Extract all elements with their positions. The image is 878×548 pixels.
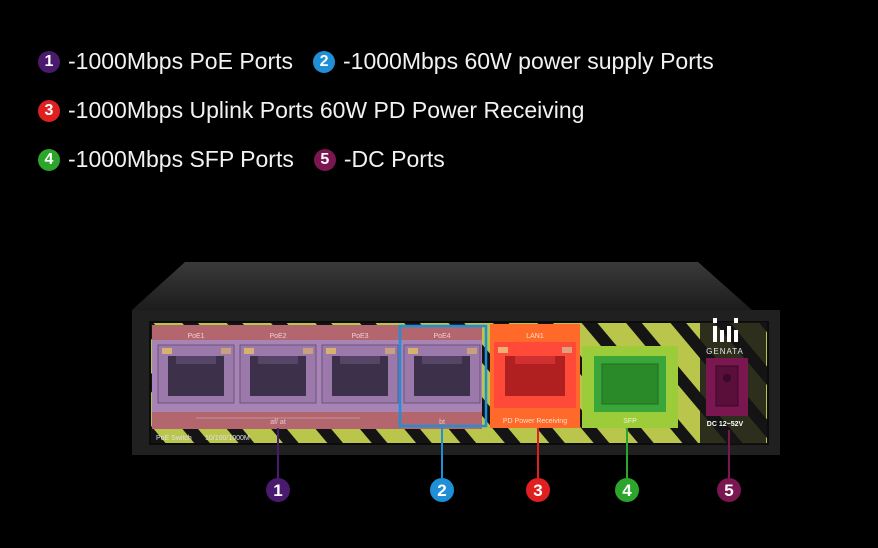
port-label-poe4: PoE4 — [433, 333, 450, 340]
group-caption-bt: bt — [439, 419, 445, 426]
port-label-poe3: PoE3 — [351, 333, 368, 340]
legend-row-1: 1 -1000Mbps PoE Ports 2 -1000Mbps 60W po… — [38, 48, 734, 75]
callout-number-3: 3 — [533, 481, 542, 500]
port-label-poe1: PoE1 — [187, 333, 204, 340]
legend-row-3: 4 -1000Mbps SFP Ports 5 -DC Ports — [38, 146, 465, 173]
lan-caption: PD Power Receiving — [503, 418, 567, 425]
brand-logo — [713, 318, 738, 342]
port-label-poe2: PoE2 — [269, 333, 286, 340]
legend-text-dc-ports: -DC Ports — [343, 146, 445, 172]
lan1-uplink-port: LAN1 PD Power Receiving — [490, 324, 580, 428]
sfp-port: SFP — [582, 346, 678, 428]
badge-4: 4 — [38, 148, 60, 171]
legend-text-sfp-ports: -1000Mbps SFP Ports — [68, 146, 294, 172]
dc-label: DC 12~52V — [707, 421, 744, 428]
legend-item-dc-ports: 5 -DC Ports — [313, 146, 445, 173]
legend-item-power-supply-ports: 2 -1000Mbps 60W power supply Ports — [313, 48, 714, 75]
poe-port-3: PoE3 — [321, 333, 399, 404]
lan-label: LAN1 — [526, 333, 544, 340]
legend-text-poe-ports: -1000Mbps PoE Ports — [68, 48, 294, 74]
callout-4: 4 — [615, 478, 639, 502]
callout-number-5: 5 — [724, 481, 733, 500]
badge-1: 1 — [38, 50, 60, 73]
sfp-caption: SFP — [623, 418, 637, 425]
legend-row-2: 3 -1000Mbps Uplink Ports 60W PD Power Re… — [38, 97, 604, 124]
legend-text-power-supply-ports: -1000Mbps 60W power supply Ports — [343, 48, 714, 74]
dc-port — [706, 358, 748, 416]
chassis-top — [132, 262, 752, 310]
callouts: 1 2 3 4 5 — [266, 428, 741, 502]
badge-5: 5 — [313, 148, 336, 171]
poe4-highlight-box — [398, 324, 488, 428]
brand-name: GENATA — [706, 347, 744, 356]
legend-item-poe-ports: 1 -1000Mbps PoE Ports — [38, 48, 293, 75]
poe-port-4: PoE4 — [403, 333, 481, 404]
model-text: PoE Switch — [156, 435, 192, 442]
callout-3: 3 — [526, 478, 550, 502]
legend-item-sfp-ports: 4 -1000Mbps SFP Ports — [38, 146, 294, 173]
legend-text-uplink-ports: -1000Mbps Uplink Ports 60W PD Power Rece… — [68, 97, 585, 123]
callout-number-4: 4 — [622, 481, 632, 500]
callout-number-2: 2 — [437, 481, 446, 500]
badge-2: 2 — [313, 50, 336, 73]
badge-3: 3 — [38, 99, 60, 122]
speed-text: 10/100/1000M — [205, 435, 250, 442]
group-caption-af-at: af/ at — [270, 419, 286, 426]
callout-5: 5 — [717, 478, 741, 502]
poe-port-1: PoE1 — [157, 333, 235, 404]
legend-item-uplink-ports: 3 -1000Mbps Uplink Ports 60W PD Power Re… — [38, 97, 584, 124]
poe-port-2: PoE2 — [239, 333, 317, 404]
callout-1: 1 — [266, 478, 290, 502]
callout-2: 2 — [430, 478, 454, 502]
callout-number-1: 1 — [273, 481, 282, 500]
